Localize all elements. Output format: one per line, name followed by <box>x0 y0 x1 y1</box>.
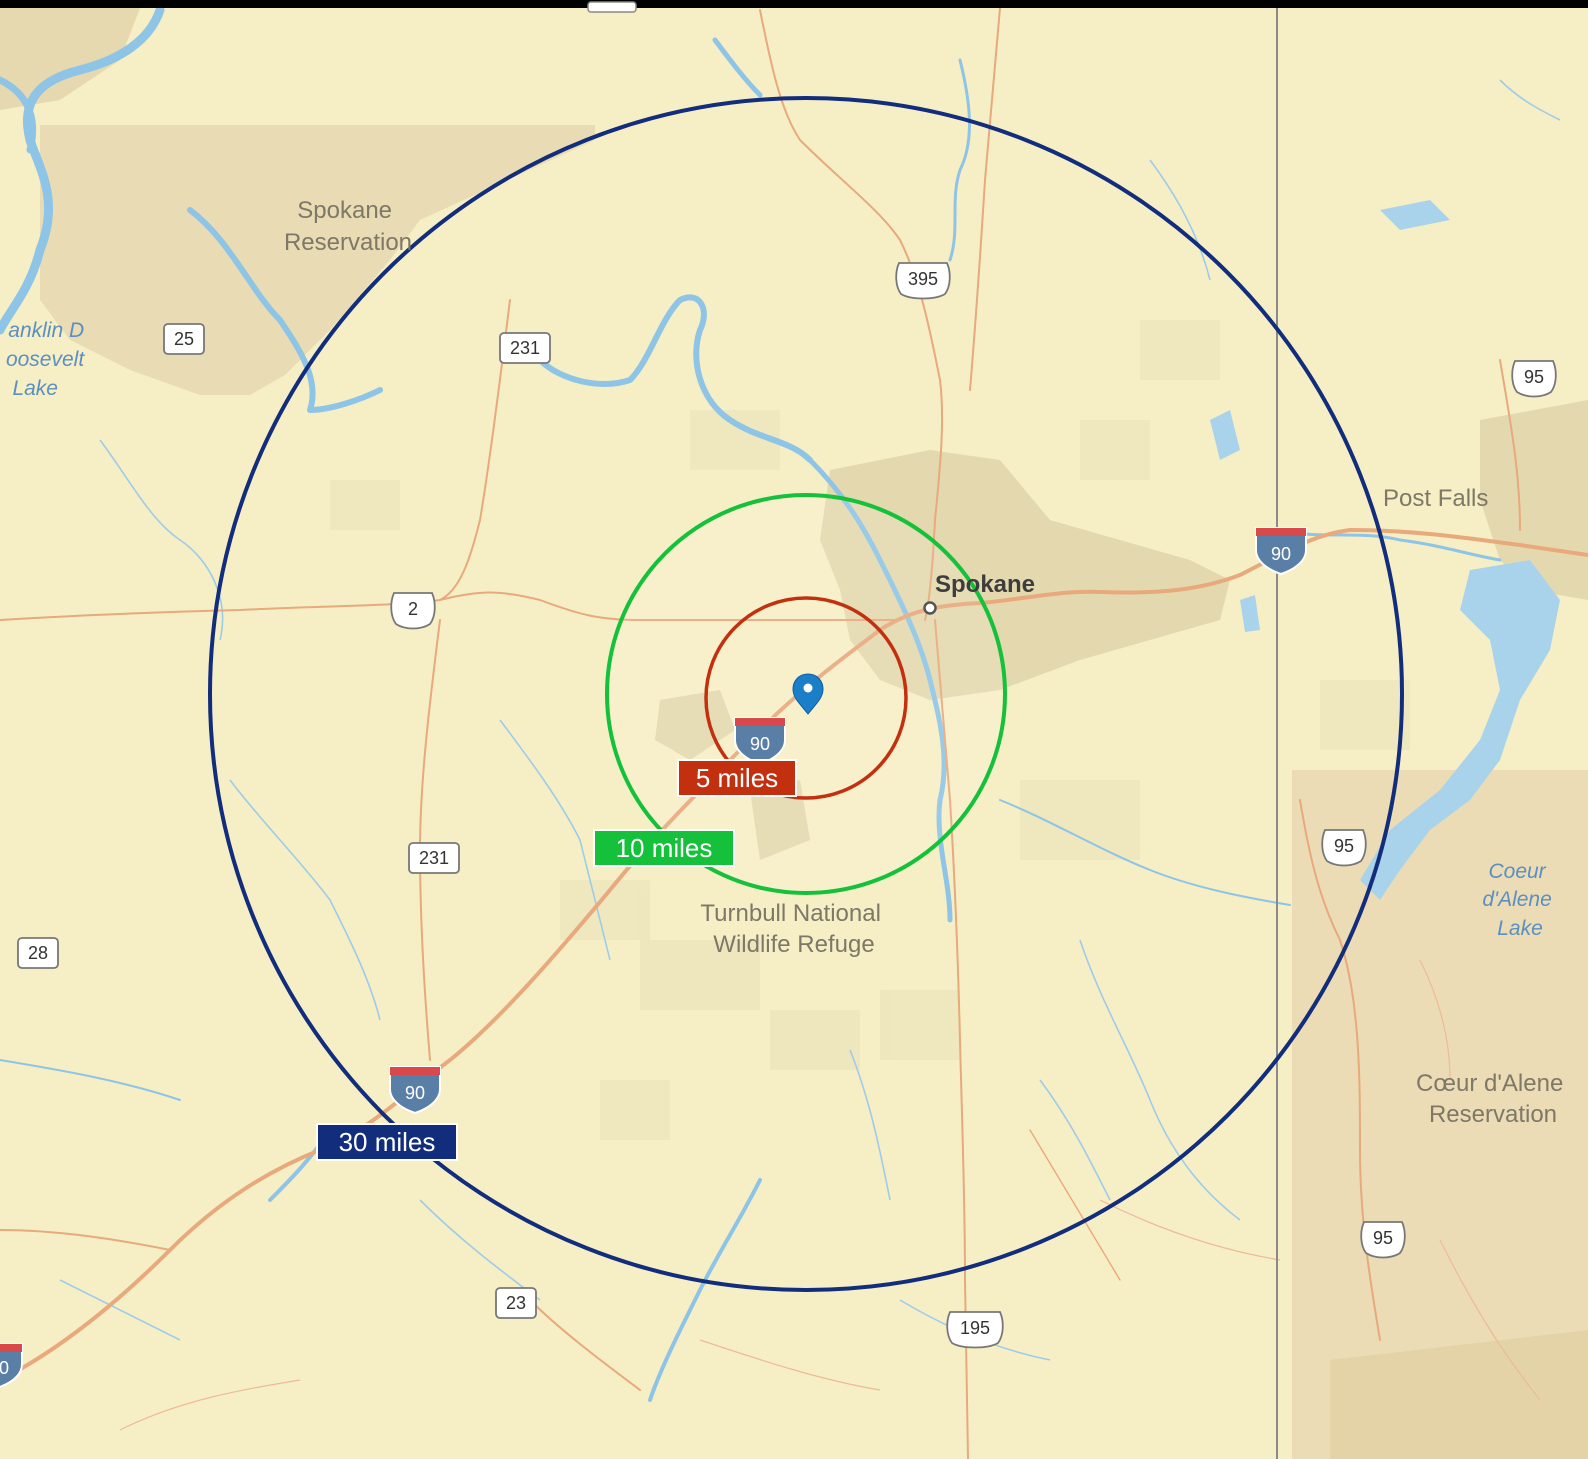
svg-text:95: 95 <box>1334 836 1354 856</box>
water-bodies <box>1210 200 1560 900</box>
svg-text:2: 2 <box>408 599 418 619</box>
shield-i-90-center: 90 <box>734 717 786 766</box>
label-post-falls: Post Falls <box>1383 485 1488 512</box>
ring-30-circle[interactable] <box>208 96 1404 1292</box>
shield-us-95-middle: 95 <box>1321 829 1367 867</box>
svg-text:95: 95 <box>1524 367 1544 387</box>
svg-text:90: 90 <box>750 734 770 754</box>
svg-text:90: 90 <box>1271 544 1291 564</box>
shield-wa-25: 25 <box>163 323 205 355</box>
shield-us-95-south: 95 <box>1360 1221 1406 1259</box>
svg-text:23: 23 <box>506 1293 526 1313</box>
label-turnbull: Turnbull National Wildlife Refuge <box>700 900 887 958</box>
svg-text:30 miles: 30 miles <box>339 1127 436 1157</box>
svg-text:95: 95 <box>1373 1228 1393 1248</box>
label-spokane-reservation: Spokane Reservation <box>284 197 412 256</box>
shield-us-95-north: 95 <box>1511 360 1557 398</box>
svg-text:25: 25 <box>174 329 194 349</box>
map-pin-icon[interactable] <box>792 673 824 715</box>
shield-i-90-edge: 0 <box>0 1343 23 1389</box>
rivers <box>0 5 1502 1402</box>
svg-text:195: 195 <box>960 1318 990 1338</box>
ring-5-circle[interactable] <box>704 596 908 800</box>
vegetation-patches <box>330 320 1410 1140</box>
label-fdr-lake: anklin D oosevelt Lake <box>6 319 90 400</box>
svg-text:10 miles: 10 miles <box>616 833 713 863</box>
shield-wa-231-south: 231 <box>408 842 460 874</box>
svg-text:90: 90 <box>405 1083 425 1103</box>
radius-label-30[interactable]: 30 miles <box>316 1123 458 1161</box>
label-cda-lake: Coeur d'Alene Lake <box>1482 860 1557 940</box>
label-coeur-dalene-reservation: Cœur d'Alene Reservation <box>1416 1070 1570 1128</box>
svg-text:395: 395 <box>908 269 938 289</box>
urban-areas <box>655 400 1588 860</box>
radius-label-10[interactable]: 10 miles <box>593 829 735 867</box>
route-shields: 25 231 231 28 23 395 <box>0 262 1557 1389</box>
svg-text:231: 231 <box>419 848 449 868</box>
reservation-area-northwest <box>0 8 140 110</box>
label-spokane-city: Spokane <box>935 571 1035 598</box>
top-frame <box>0 0 1588 8</box>
minor-roads <box>119 959 1541 1431</box>
shield-us-395: 395 <box>895 262 951 300</box>
shield-us-195: 195 <box>946 1311 1004 1349</box>
coeur-dalene-reservation-area <box>1292 770 1588 1459</box>
svg-text:231: 231 <box>510 338 540 358</box>
shield-wa-231-north: 231 <box>499 332 551 364</box>
radius-label-5[interactable]: 5 miles <box>677 759 797 797</box>
shield-i-90-west: 90 <box>389 1066 441 1115</box>
shield-i-90-east: 90 <box>1255 527 1307 576</box>
shield-wa-28: 28 <box>17 937 59 969</box>
top-partial-shield <box>587 1 637 13</box>
svg-text:5 miles: 5 miles <box>696 763 778 793</box>
svg-text:28: 28 <box>28 943 48 963</box>
spokane-city-dot <box>923 601 937 615</box>
shield-wa-23: 23 <box>495 1287 537 1319</box>
reservation-inner-area <box>1330 1330 1588 1459</box>
svg-text:0: 0 <box>0 1358 9 1378</box>
shield-us-2: 2 <box>390 592 436 630</box>
